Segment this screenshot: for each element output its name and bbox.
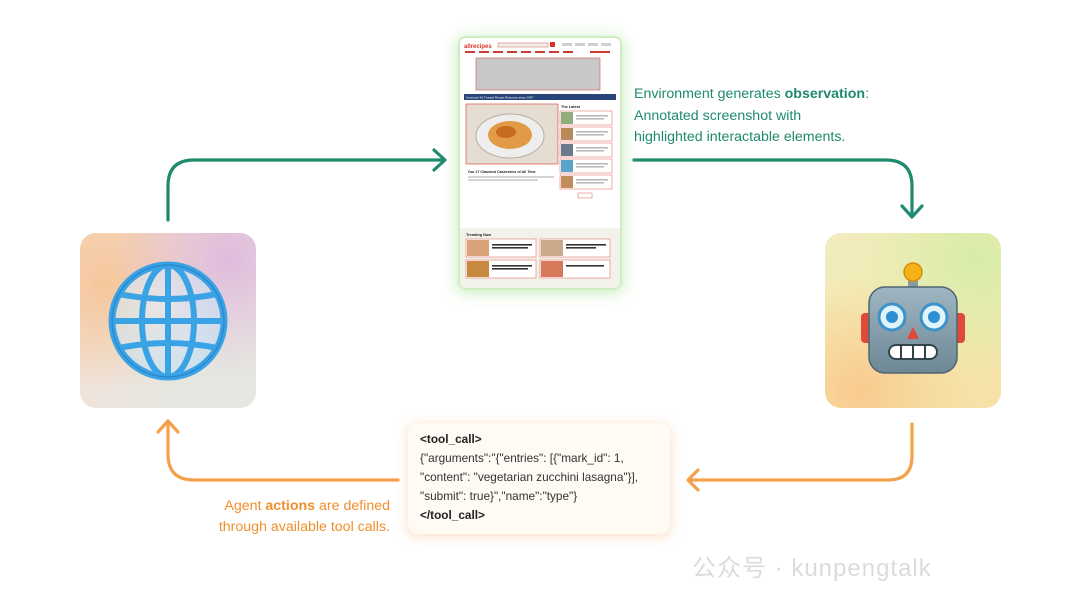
arrow-to-agent [632, 158, 914, 216]
svg-text:America's #1 Trusted Recipe Re: America's #1 Trusted Recipe Resource sin… [466, 96, 534, 100]
tool-call-close-tag: </tool_call> [420, 508, 485, 522]
action-caption: Agent actions are defined through availa… [190, 496, 390, 538]
headline: Our 17 Classiest Casseroles of All Time [468, 170, 536, 174]
arrowhead-to-globe [156, 419, 180, 434]
action-line-2: through available tool calls. [218, 519, 390, 535]
arrowhead-to-environment [432, 148, 447, 172]
tool-call-line-2: "content": "vegetarian zucchini lasagna"… [420, 470, 639, 484]
action-keyword: actions [265, 498, 316, 514]
action-suffix: are defined [315, 498, 390, 514]
action-line-1: Agent actions are defined [190, 496, 390, 517]
observation-line-1: Environment generates observation: [634, 84, 904, 106]
svg-text:Trending Now: Trending Now [466, 233, 491, 237]
tool-call-line-1: {"arguments":"{"entries": [{"mark_id": 1… [420, 451, 624, 465]
arrow-to-toolcall [688, 422, 914, 482]
tool-call-line-3: "submit": true}","name":"type"} [420, 489, 578, 503]
observation-line-3: highlighted interactable elements. [634, 129, 846, 145]
tool-call-open-tag: <tool_call> [420, 432, 482, 446]
globe-icon [108, 261, 228, 381]
arrow-to-environment [166, 158, 444, 222]
observation-line-2: Annotated screenshot with [634, 107, 802, 124]
action-prefix: Agent [224, 498, 266, 514]
observation-keyword: observation [784, 86, 866, 102]
observation-prefix: Environment generates [634, 86, 785, 102]
screenshot-thumbnail: allrecipes America's #1 Trusted Recipe R… [460, 38, 620, 288]
agent-card [825, 233, 1001, 408]
robot-icon [861, 262, 965, 374]
arrowhead-to-agent [900, 204, 924, 219]
arrowhead-to-toolcall [686, 468, 700, 492]
observation-colon: : [865, 86, 870, 102]
arrow-to-globe [166, 422, 400, 482]
tool-call-card: <tool_call> {"arguments":"{"entries": [{… [408, 423, 670, 534]
observation-caption: Environment generates observation: Annot… [634, 84, 904, 149]
svg-text:The Latest: The Latest [561, 105, 581, 109]
environment-card [80, 233, 256, 408]
annotated-screenshot: allrecipes America's #1 Trusted Recipe R… [460, 38, 620, 288]
site-logo: allrecipes [464, 44, 492, 50]
watermark: 公众号 · kunpengtalk [692, 555, 932, 582]
